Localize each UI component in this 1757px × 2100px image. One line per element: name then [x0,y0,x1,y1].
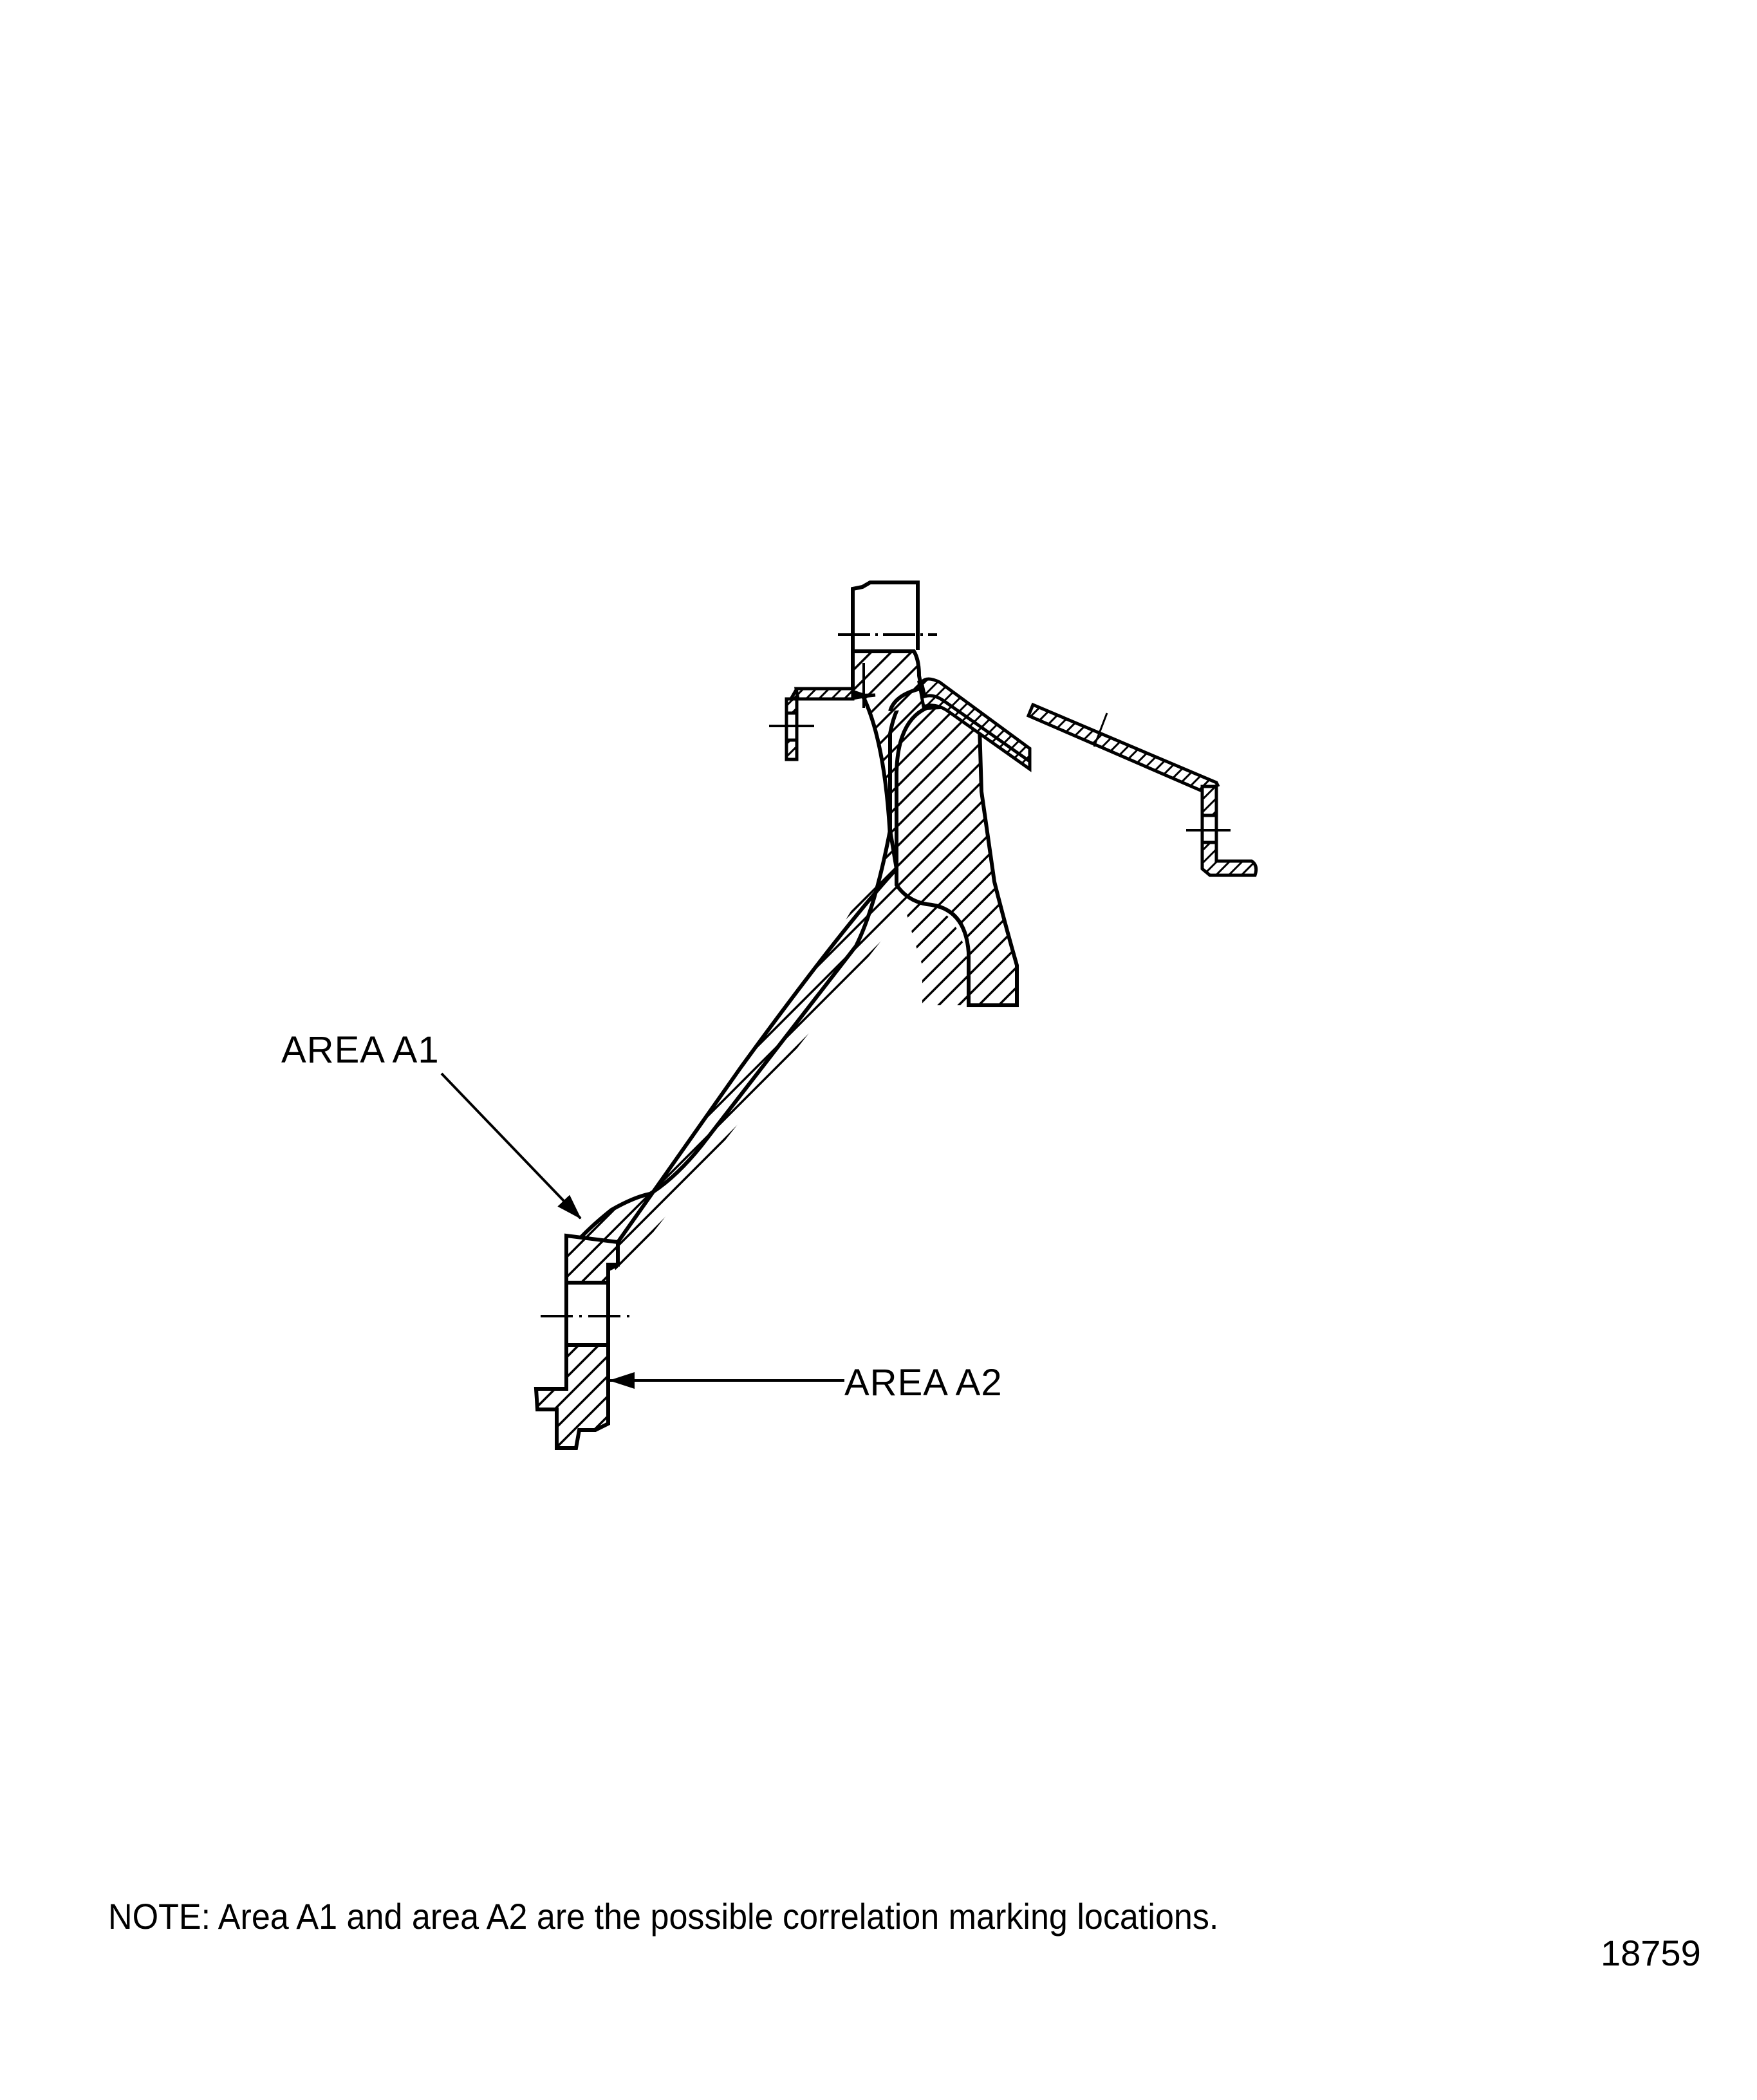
hub-top-block [851,581,920,650]
area-a1-leader[interactable] [440,1072,582,1220]
area-a1-label: AREA A1 [281,1029,440,1071]
lower-flange-foot [534,1343,610,1450]
left-flange-bar [794,687,855,701]
right-flange-vertical-top [1200,785,1218,817]
right-flange-break-mark [1093,712,1108,747]
area-a2-label: AREA A2 [844,1362,1003,1404]
lower-flange-upper [564,1233,620,1285]
left-flange-vertical-lower [785,738,799,761]
vertical-web [888,686,1019,1007]
right-flange-web [1026,702,1220,794]
figure-number: 18759 [1601,1933,1701,1973]
diagonal-arm [564,830,899,1274]
note-text: NOTE: Area A1 and area A2 are the possib… [108,1896,1219,1937]
right-flange-foot [1200,841,1258,877]
lower-bolt-hole [564,1281,610,1347]
right-flange-diagonal-2 [920,677,1032,765]
left-flange-vertical-upper [785,697,799,715]
